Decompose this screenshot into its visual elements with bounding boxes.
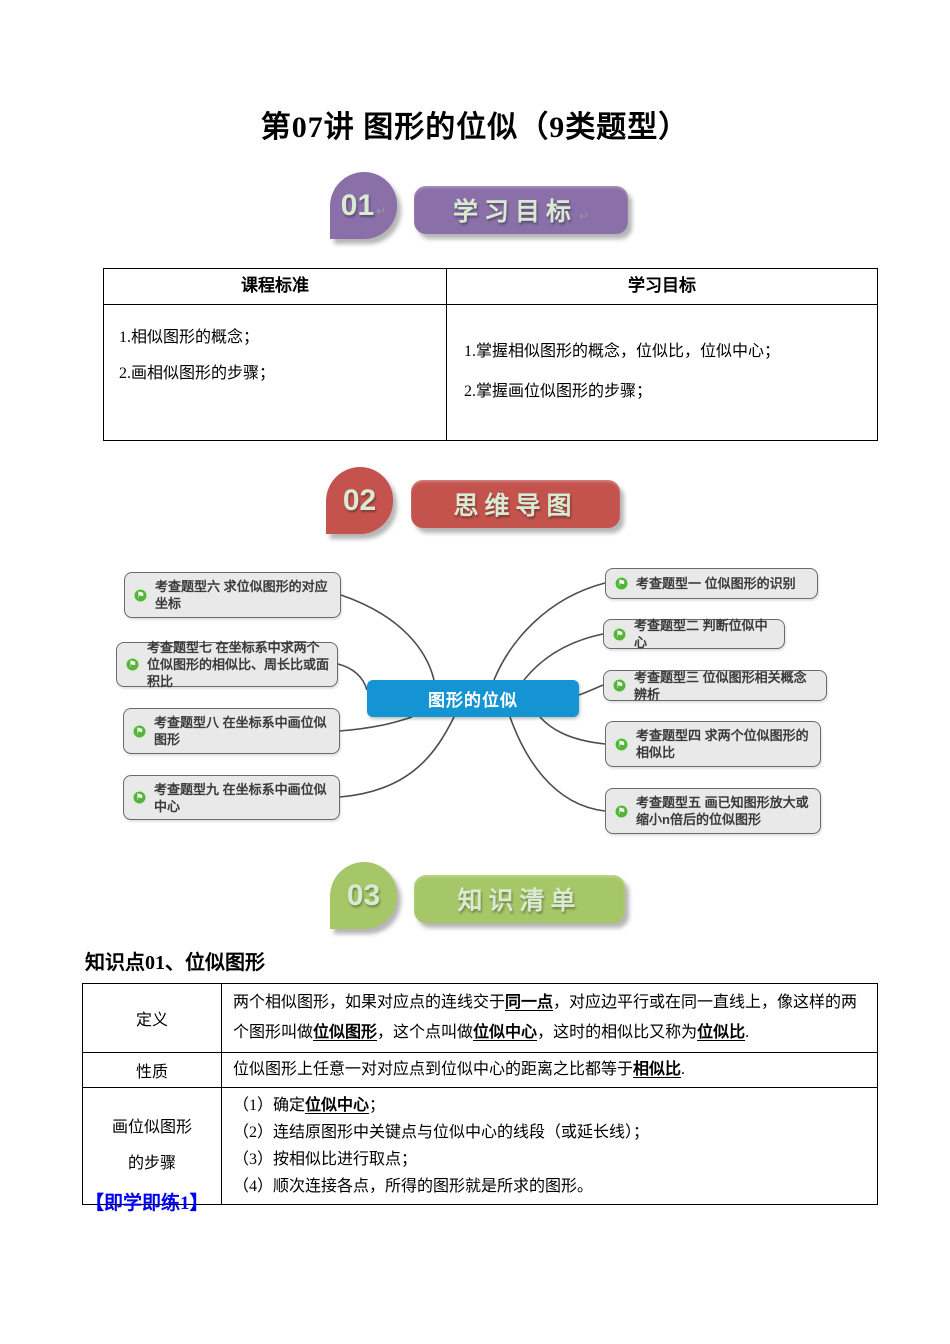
mindmap-node-type9[interactable]: 考查题型九 在坐标系中画位似中心 [123,775,340,820]
mindmap-node-label: 考查题型三 位似图形相关概念辨析 [634,669,807,702]
flag-icon [612,626,627,642]
page-title: 第07讲 图形的位似（9类题型） [260,111,690,144]
column-header: 学习目标 [446,268,878,305]
mindmap-node-label: 考查题型九 在坐标系中画位似中心 [154,781,327,814]
section-number: 03 [346,878,381,912]
section-title: 思维导图 [453,492,578,520]
mindmap-node-label: 考查题型一 位似图形的识别 [636,576,796,591]
flag-icon [614,576,629,591]
property-text: 位似图形上任意一对对应点到位似中心的距离之比都等于相似比. [233,1061,686,1078]
section-number: 02 [342,483,377,517]
mindmap-node-label: 考查题型八 在坐标系中画位似图形 [154,715,327,747]
knowledge-point-heading: 知识点01、位似图形 [85,952,265,974]
table-row-definition: 定义 两个相似图形，如果对应点的连线交于同一点，对应边平行或在同一直线上，像这样… [82,983,878,1053]
section-number-blob: 03 [330,862,397,929]
section-number-blob: 02 [326,467,393,534]
definition-cell: 两个相似图形，如果对应点的连线交于同一点，对应边平行或在同一直线上，像这样的两个… [221,983,878,1053]
course-standard-cell: 1.相似图形的概念； 2.画相似图形的步骤； [103,304,447,441]
row-label-line: 的步骤 [127,1155,176,1172]
table-row-steps: 画位似图形 的步骤 （1）确定位似中心； （2）连结原图形中关键点与位似中心的线… [82,1087,878,1205]
section-number-blob: 01↵ [330,172,397,239]
mindmap-node-label: 考查题型五 画已知图形放大或缩小n倍后的位似图形 [636,795,809,827]
property-cell: 位似图形上任意一对对应点到位似中心的距离之比都等于相似比. [221,1052,878,1088]
definition-text: 两个相似图形，如果对应点的连线交于同一点，对应边平行或在同一直线上，像这样的两个… [233,994,858,1041]
mindmap: 图形的位似 考查题型六 求位似图形的对应坐标 考查题型七 在坐标系中求两个位似图… [82,556,878,856]
mindmap-node-type4[interactable]: 考查题型四 求两个位似图形的相似比 [605,721,821,767]
table-row: 1.相似图形的概念； 2.画相似图形的步骤； 1.掌握相似图形的概念，位似比，位… [103,304,878,441]
practice-label: 【即学即练1】 [85,1193,209,1214]
section-title: 知识清单 [457,887,582,915]
mindmap-node-type6[interactable]: 考查题型六 求位似图形的对应坐标 [124,572,341,618]
mindmap-node-type5[interactable]: 考查题型五 画已知图形放大或缩小n倍后的位似图形 [605,788,821,834]
row-label: 定义 [82,983,222,1053]
section-title-bar: 知识清单 [414,875,625,923]
table-header-row: 课程标准 学习目标 [103,268,878,305]
step-line: （4）顺次连接各点，所得的图形就是所求的图形。 [233,1178,594,1195]
column-header: 课程标准 [103,268,447,305]
flag-icon [614,736,629,752]
mindmap-node-type1[interactable]: 考查题型一 位似图形的识别 [605,568,818,599]
step-line: （1）确定位似中心； [233,1097,386,1114]
course-standard-line: 1.相似图形的概念； [119,329,260,346]
mindmap-node-label: 考查题型七 在坐标系中求两个位似图形的相似比、周长比或面积比 [147,640,330,689]
row-label: 性质 [82,1052,222,1088]
section-title-bar: 思维导图 [411,480,620,528]
objectives-table: 课程标准 学习目标 1.相似图形的概念； 2.画相似图形的步骤； 1.掌握相似图… [103,268,878,441]
course-standard-line: 2.画相似图形的步骤； [119,365,276,382]
mindmap-node-type3[interactable]: 考查题型三 位似图形相关概念辨析 [603,669,827,702]
steps-cell: （1）确定位似中心； （2）连结原图形中关键点与位似中心的线段（或延长线）； （… [221,1087,878,1205]
flag-icon [132,723,147,739]
flag-icon [614,803,629,819]
section-number: 01 [340,188,375,222]
mindmap-center-label: 图形的位似 [428,691,518,710]
mindmap-node-type7[interactable]: 考查题型七 在坐标系中求两个位似图形的相似比、周长比或面积比 [116,640,338,689]
flag-icon [133,587,148,603]
flag-icon [125,657,140,672]
section-title-bar: 学习目标↵ [414,186,628,234]
learning-goal-line: 2.掌握画位似图形的步骤； [464,383,653,400]
flag-icon [132,790,147,805]
mindmap-connector-lines [337,582,606,812]
mindmap-node-label: 考查题型四 求两个位似图形的相似比 [636,728,809,760]
mindmap-node-type2[interactable]: 考查题型二 判断位似中心 [603,618,785,650]
flag-icon [612,678,627,693]
step-line: （2）连结原图形中关键点与位似中心的线段（或延长线）； [233,1124,650,1141]
table-row-property: 性质 位似图形上任意一对对应点到位似中心的距离之比都等于相似比. [82,1052,878,1088]
row-label: 画位似图形 的步骤 [82,1087,222,1205]
learning-goal-line: 1.掌握相似图形的概念，位似比，位似中心； [464,343,781,360]
mindmap-node-label: 考查题型六 求位似图形的对应坐标 [155,579,328,611]
mindmap-node-type8[interactable]: 考查题型八 在坐标系中画位似图形 [123,708,340,754]
section-title: 学习目标 [452,198,577,226]
paragraph-mark: ↵ [376,203,387,218]
paragraph-mark: ↵ [578,209,590,223]
mindmap-node-label: 考查题型二 判断位似中心 [634,618,768,650]
row-label-line: 画位似图形 [111,1119,192,1136]
learning-goals-cell: 1.掌握相似图形的概念，位似比，位似中心； 2.掌握画位似图形的步骤； [446,304,878,441]
mindmap-center-node[interactable]: 图形的位似 [367,680,579,717]
step-line: （3）按相似比进行取点； [233,1151,418,1168]
knowledge-table: 定义 两个相似图形，如果对应点的连线交于同一点，对应边平行或在同一直线上，像这样… [82,983,878,1205]
